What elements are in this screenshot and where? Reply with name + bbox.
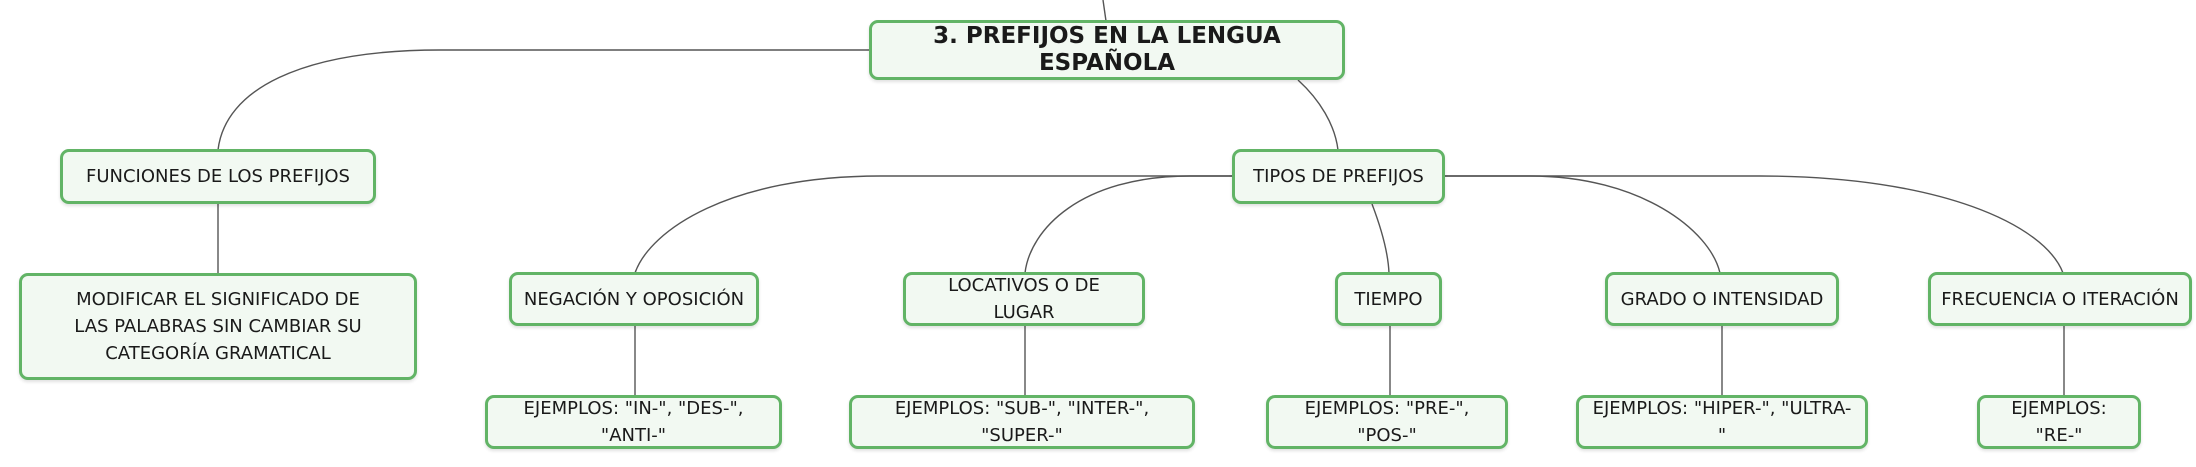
example-locativos-node[interactable]: EJEMPLOS: "SUB-", "INTER-", "SUPER-" <box>849 395 1195 449</box>
connector-types-locativos <box>1024 175 1232 274</box>
functions-description-label: MODIFICAR EL SIGNIFICADO DE LAS PALABRAS… <box>74 289 362 364</box>
functions-node[interactable]: FUNCIONES DE LOS PREFIJOS <box>60 149 376 204</box>
functions-node-label: FUNCIONES DE LOS PREFIJOS <box>86 166 350 187</box>
example-tiempo-node[interactable]: EJEMPLOS: "PRE-", "POS-" <box>1266 395 1508 449</box>
connector-root-functions <box>217 49 869 151</box>
type-negacion-label: NEGACIÓN Y OPOSICIÓN <box>523 288 745 310</box>
type-grado-node[interactable]: GRADO O INTENSIDAD <box>1605 272 1839 326</box>
types-node-label: TIPOS DE PREFIJOS <box>1253 166 1424 187</box>
connector-root-types <box>1297 79 1339 151</box>
connector-types-negacion <box>634 175 1232 274</box>
connector-types-tiempo <box>1371 203 1390 274</box>
type-tiempo-label: TIEMPO <box>1354 288 1423 310</box>
type-grado-label: GRADO O INTENSIDAD <box>1620 288 1824 310</box>
example-grado-node[interactable]: EJEMPLOS: "HIPER-", "ULTRA-" <box>1576 395 1868 449</box>
example-grado-label: EJEMPLOS: "HIPER-", "ULTRA-" <box>1592 398 1852 446</box>
type-frecuencia-node[interactable]: FRECUENCIA O ITERACIÓN <box>1928 272 2192 326</box>
connector-top <box>1102 0 1107 22</box>
type-locativos-label: LOCATIVOS O DE LUGAR <box>948 275 1100 323</box>
connector-types-frecuencia <box>1445 175 2064 274</box>
type-negacion-node[interactable]: NEGACIÓN Y OPOSICIÓN <box>509 272 759 326</box>
example-tiempo-label: EJEMPLOS: "PRE-", "POS-" <box>1304 398 1470 446</box>
type-frecuencia-label: FRECUENCIA O ITERACIÓN <box>1941 288 2179 310</box>
root-node-label: 3. PREFIJOS EN LA LENGUA ESPAÑOLA <box>933 23 1281 76</box>
example-frecuencia-node[interactable]: EJEMPLOS: "RE-" <box>1977 395 2141 449</box>
example-frecuencia-label: EJEMPLOS: "RE-" <box>2011 398 2107 446</box>
example-locativos-label: EJEMPLOS: "SUB-", "INTER-", "SUPER-" <box>894 398 1150 446</box>
functions-description-node[interactable]: MODIFICAR EL SIGNIFICADO DE LAS PALABRAS… <box>19 273 417 380</box>
type-locativos-node[interactable]: LOCATIVOS O DE LUGAR <box>903 272 1145 326</box>
type-tiempo-node[interactable]: TIEMPO <box>1335 272 1442 326</box>
root-node[interactable]: 3. PREFIJOS EN LA LENGUA ESPAÑOLA <box>869 20 1345 80</box>
connector-types-grado <box>1445 175 1721 274</box>
example-negacion-node[interactable]: EJEMPLOS: "IN-", "DES-", "ANTI-" <box>485 395 782 449</box>
types-node[interactable]: TIPOS DE PREFIJOS <box>1232 149 1445 204</box>
example-negacion-label: EJEMPLOS: "IN-", "DES-", "ANTI-" <box>523 398 744 446</box>
